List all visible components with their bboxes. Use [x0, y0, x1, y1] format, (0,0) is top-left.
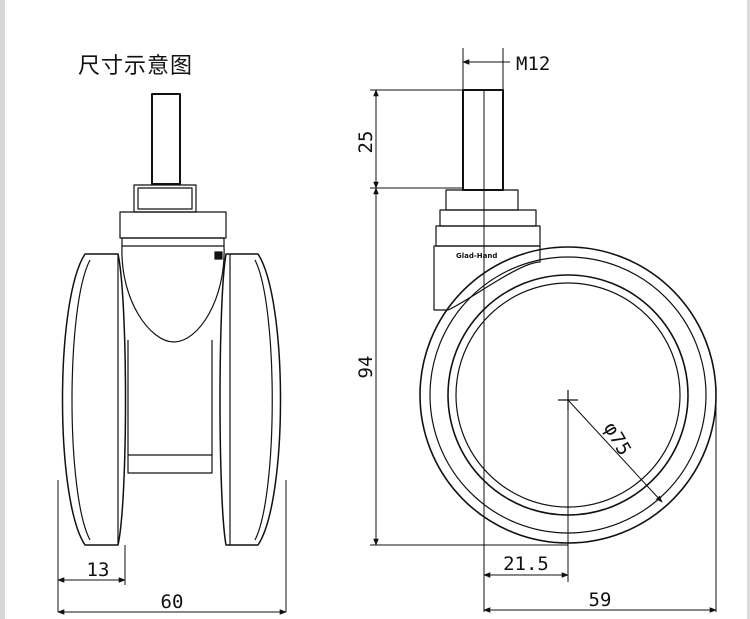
brand-logo: Glad-Hand [456, 252, 497, 260]
label-tread-width: 13 [87, 559, 110, 581]
side-housing [433, 245, 541, 311]
front-housing-top [119, 211, 227, 239]
front-axle-block [127, 454, 213, 474]
side-nut [445, 189, 519, 211]
front-fork [121, 245, 225, 343]
label-wheel-diameter: φ75 [599, 419, 635, 460]
label-width-front: 60 [161, 591, 184, 613]
left-border [0, 0, 5, 619]
label-body-height: 94 [355, 356, 377, 379]
front-right-wheel [219, 253, 282, 546]
front-stem [151, 93, 181, 185]
diagram-title: 尺寸示意图 [78, 54, 194, 79]
right-border [747, 0, 750, 619]
label-stem-height: 25 [355, 131, 377, 154]
front-view [61, 93, 282, 546]
front-dimensions [57, 480, 287, 615]
side-view [419, 89, 717, 582]
diameter-leader [567, 399, 663, 503]
label-thread: M12 [516, 53, 550, 75]
side-dimensions [370, 48, 717, 613]
front-nut [133, 184, 197, 213]
label-width-side: 59 [589, 589, 612, 611]
label-offset: 21.5 [503, 553, 549, 575]
side-stem [462, 89, 504, 191]
